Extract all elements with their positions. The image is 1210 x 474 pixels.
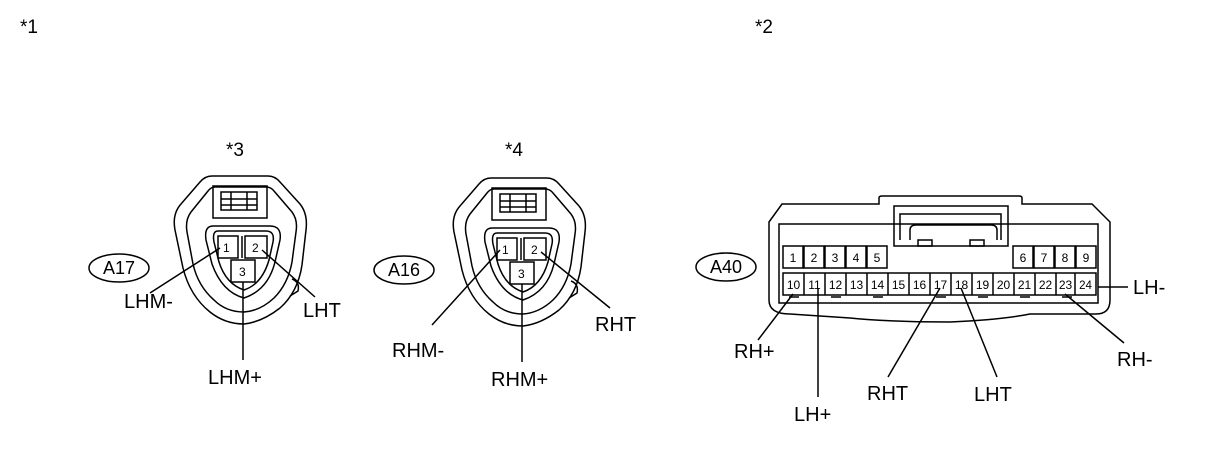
connector-a17-housing xyxy=(173,175,308,325)
connector-a17-pin-1: 1 xyxy=(223,241,230,255)
connector-a40-pin-20: 20 xyxy=(997,278,1011,292)
connector-a40-pin-10: 10 xyxy=(787,278,801,292)
connector-a40-pin-19: 19 xyxy=(976,278,990,292)
connector-a17-pin-3: 3 xyxy=(239,265,246,279)
connector-a40: 1 2 3 4 5 6 7 8 9 10 11 12 13 14 15 16 1… xyxy=(695,195,1165,426)
connector-a17-label-lhm-minus: LHM- xyxy=(124,291,173,313)
connector-a40-label-lht: LHT xyxy=(974,384,1012,406)
connector-a40-pin-21: 21 xyxy=(1018,278,1032,292)
connector-a16-label-rhm-minus: RHM- xyxy=(392,340,444,362)
connector-a40-pin-5: 5 xyxy=(874,251,881,265)
connector-a16: 1 2 3 A16 RHM- RHT RHM+ xyxy=(373,177,636,391)
connector-a40-pin-12: 12 xyxy=(829,278,843,292)
connector-a40-pin-13: 13 xyxy=(850,278,864,292)
view-marker-1: *1 xyxy=(20,17,38,38)
connector-a17: 1 2 3 A17 LHM- LHT LHM+ xyxy=(88,175,341,389)
connector-a40-label-rh-minus: RH- xyxy=(1117,349,1153,371)
connector-a40-pin-3: 3 xyxy=(832,251,839,265)
connector-a17-label-lhm-plus: LHM+ xyxy=(208,367,262,389)
connector-a40-label-lh-plus: LH+ xyxy=(794,404,831,426)
connector-a16-pin-2: 2 xyxy=(531,243,538,257)
connector-a17-tag: A17 xyxy=(88,253,150,283)
connector-a40-pin-14: 14 xyxy=(871,278,885,292)
connector-a40-pin-7: 7 xyxy=(1041,251,1048,265)
connector-a16-leader-lines xyxy=(431,249,611,362)
connector-a40-pin-18: 18 xyxy=(955,278,969,292)
connector-a40-pin-16: 16 xyxy=(913,278,927,292)
connector-a16-pin-3: 3 xyxy=(518,267,525,281)
connector-a40-tag: A40 xyxy=(695,252,757,282)
connector-a40-id: A40 xyxy=(710,257,742,277)
view-marker-2: *2 xyxy=(755,17,773,38)
connector-a40-pin-6: 6 xyxy=(1020,251,1027,265)
connector-a40-label-rht: RHT xyxy=(867,383,908,405)
connector-a17-leader-lines xyxy=(149,247,316,360)
connector-a40-leader-lines xyxy=(757,286,1128,397)
connector-a40-pin-4: 4 xyxy=(853,251,860,265)
connector-a16-tag: A16 xyxy=(373,255,435,285)
connector-a40-pin-2: 2 xyxy=(811,251,818,265)
connector-a40-pin-11: 11 xyxy=(808,278,821,292)
connector-a40-label-lh-minus: LH- xyxy=(1133,277,1165,299)
connector-a16-label-rht: RHT xyxy=(595,314,636,336)
connector-a40-pin-22: 22 xyxy=(1039,278,1053,292)
connector-a16-id: A16 xyxy=(388,260,420,280)
connector-a16-label-rhm-plus: RHM+ xyxy=(491,369,548,391)
connector-a17-pin-2: 2 xyxy=(252,241,259,255)
connector-a40-pin-9: 9 xyxy=(1083,251,1090,265)
connector-a40-pin-23: 23 xyxy=(1059,278,1073,292)
connector-a40-housing xyxy=(768,195,1111,323)
connector-a40-pin-17: 17 xyxy=(934,278,948,292)
connector-a40-pin-8: 8 xyxy=(1062,251,1069,265)
connector-a40-pin-1: 1 xyxy=(790,251,797,265)
view-marker-3: *3 xyxy=(226,140,244,161)
view-marker-4: *4 xyxy=(505,140,523,161)
connector-a17-id: A17 xyxy=(103,258,135,278)
connector-a40-label-rh-plus: RH+ xyxy=(734,341,775,363)
connector-a17-label-lht: LHT xyxy=(303,300,341,322)
connector-a40-pin-24: 24 xyxy=(1079,280,1092,292)
connector-a16-housing xyxy=(452,177,587,327)
connector-a40-pin-15: 15 xyxy=(892,278,906,292)
connector-a16-pin-1: 1 xyxy=(502,243,509,257)
